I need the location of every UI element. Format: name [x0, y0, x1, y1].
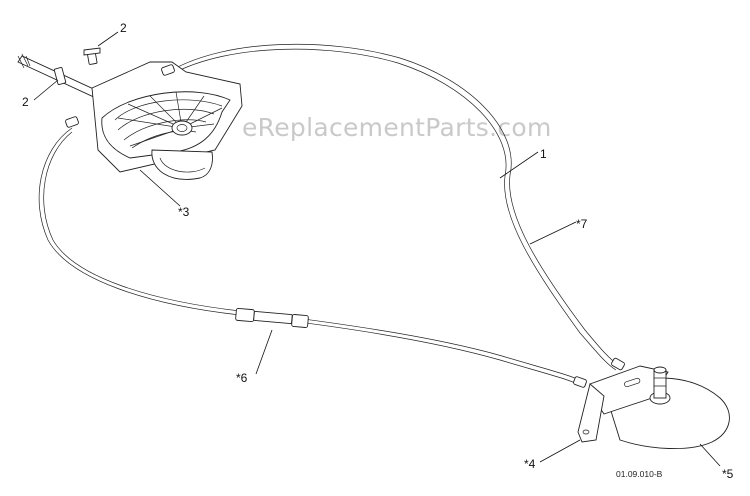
- chute-base-assembly: [573, 357, 730, 449]
- cable-end-fitting-chute-upper: [611, 357, 625, 371]
- cable-lower: [38, 127, 583, 386]
- cable-pulley: [151, 149, 213, 180]
- cable-end-fitting-chute-lower: [573, 376, 587, 388]
- hub-nut: [171, 120, 193, 136]
- callout-bracket: *4: [524, 457, 536, 471]
- control-assembly: [17, 47, 243, 180]
- chute-post: [653, 369, 667, 399]
- diagram-reference-code: 01.09.010-B: [616, 469, 663, 479]
- watermark-text: eReplacementParts.com: [242, 113, 552, 142]
- cable-end-fitting-lower: [65, 116, 79, 128]
- cable-sleeve-right: [291, 314, 309, 328]
- bracket-leg: [577, 383, 605, 443]
- callout-bolt-top: 2: [120, 21, 127, 35]
- cable-end-fitting-upper: [161, 64, 175, 76]
- callout-chute-base: *5: [722, 467, 734, 481]
- callout-cable-top: 1: [540, 147, 547, 161]
- bolt-top-head: [83, 47, 101, 56]
- cable-upper: [171, 43, 621, 371]
- callout-bolt-left: 2: [22, 95, 29, 109]
- callout-control-plate: *3: [178, 205, 190, 219]
- shaft-spline: [17, 53, 31, 69]
- cable-sleeve-left: [235, 307, 255, 323]
- leader-lines: [33, 31, 721, 467]
- index-plate-grid: [114, 91, 223, 149]
- callout-cable-right: *7: [576, 217, 588, 231]
- cable-sleeve-middle: [253, 310, 293, 325]
- callout-cable-lower: *6: [236, 371, 248, 385]
